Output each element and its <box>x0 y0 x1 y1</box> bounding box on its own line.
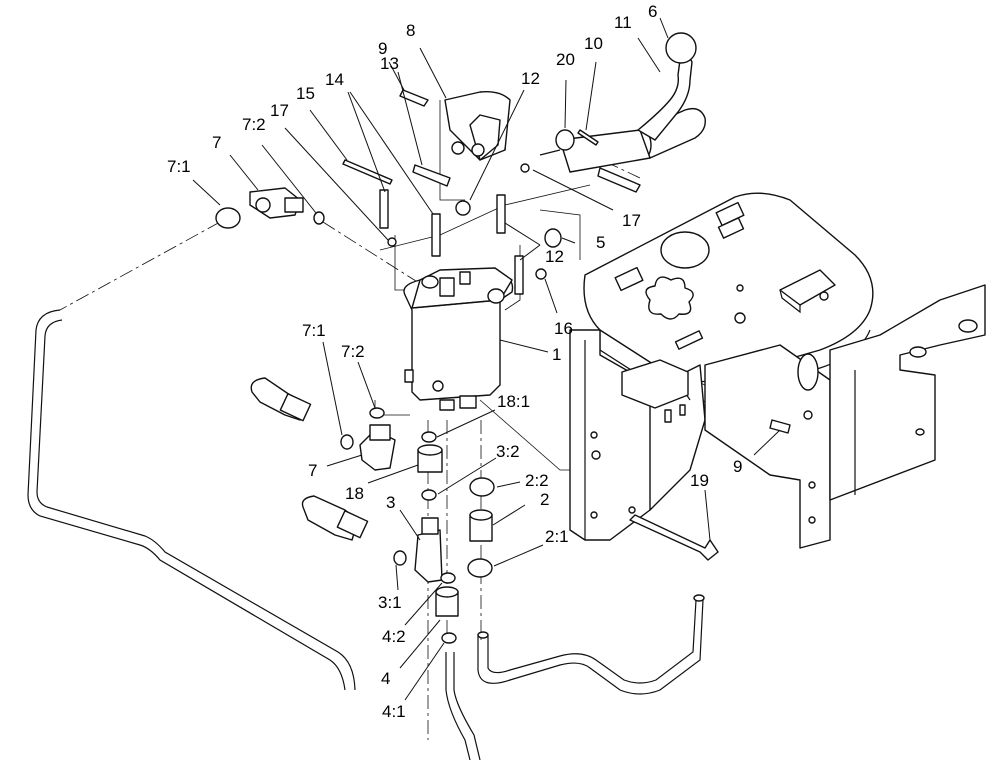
callout-15: 15 <box>296 84 315 103</box>
fittings <box>215 187 495 644</box>
callout-19: 19 <box>690 471 709 490</box>
callout-4-1: 4:1 <box>382 702 406 721</box>
callout-16: 16 <box>554 319 573 338</box>
callout-7-2-lower: 7:2 <box>341 342 365 361</box>
callout-9-upper: 9 <box>378 39 387 58</box>
callout-11: 11 <box>614 13 632 32</box>
callout-7-1-upper: 7:1 <box>167 157 191 176</box>
callout-8: 8 <box>406 21 415 40</box>
callout-7-upper: 7 <box>212 133 221 152</box>
control-valve <box>403 267 514 411</box>
hardware <box>342 89 791 561</box>
callout-18: 18 <box>345 484 364 503</box>
callout-4-2: 4:2 <box>382 627 406 646</box>
callout-14: 14 <box>325 70 344 89</box>
callout-13: 13 <box>380 54 399 73</box>
mounting-bracket <box>569 192 986 549</box>
callout-17-right: 17 <box>622 211 641 230</box>
callout-18-1: 18:1 <box>497 392 530 411</box>
callout-20: 20 <box>556 50 575 69</box>
callout-labels: 6 11 10 20 8 9 13 14 15 17 7:2 7 7:1 12 … <box>167 2 742 721</box>
callout-5: 5 <box>596 233 605 252</box>
hydraulic-tubes <box>27 309 705 761</box>
callout-4: 4 <box>381 669 390 688</box>
control-lever <box>539 32 706 193</box>
callout-12-upper: 12 <box>521 69 540 88</box>
callout-2-2: 2:2 <box>525 471 549 490</box>
callout-3-2: 3:2 <box>496 442 520 461</box>
actuator-bracket <box>444 90 511 161</box>
callout-10: 10 <box>584 34 603 53</box>
leader-lines <box>192 17 781 701</box>
callout-7-lower: 7 <box>308 461 317 480</box>
callout-2: 2 <box>540 490 549 509</box>
callout-3: 3 <box>386 493 395 512</box>
callout-7-1-lower: 7:1 <box>302 321 326 340</box>
callout-2-1: 2:1 <box>545 527 569 546</box>
callout-12-lower: 12 <box>545 247 564 266</box>
callout-1: 1 <box>552 345 561 364</box>
callout-6: 6 <box>648 2 657 21</box>
callout-9-lower: 9 <box>733 457 742 476</box>
callout-17-upper: 17 <box>270 101 289 120</box>
callout-7-2-upper: 7:2 <box>242 115 266 134</box>
callout-3-1: 3:1 <box>378 593 402 612</box>
